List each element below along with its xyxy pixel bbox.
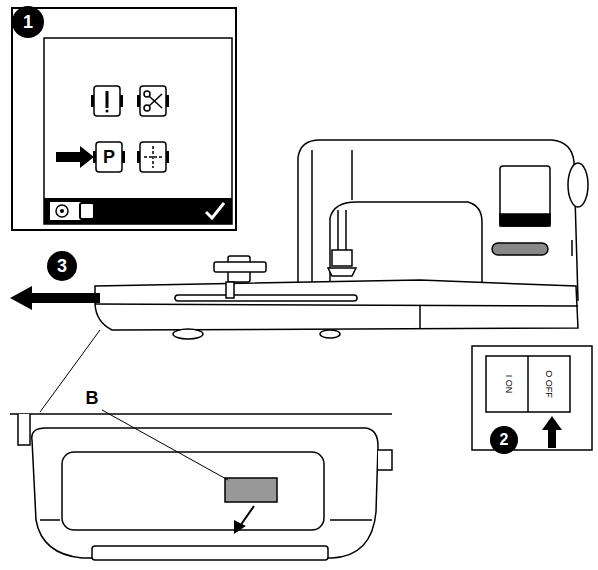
leader-line bbox=[40, 330, 100, 412]
screen-inset bbox=[12, 6, 236, 230]
leader-line bbox=[102, 410, 228, 480]
underside-view bbox=[10, 414, 392, 560]
switch-inset bbox=[472, 346, 592, 454]
callout-number: 2 bbox=[500, 432, 509, 448]
icon-letter: P bbox=[103, 148, 115, 166]
switch-marking: I ON bbox=[504, 375, 513, 394]
direction-arrow bbox=[240, 506, 254, 526]
arrow-head bbox=[234, 520, 246, 534]
callout-number: 1 bbox=[23, 13, 33, 31]
part-label: B bbox=[86, 389, 99, 407]
switch-marking: O OFF bbox=[544, 370, 553, 398]
direction-arrow bbox=[10, 286, 100, 310]
callout-number: 3 bbox=[57, 257, 67, 275]
callout-circle bbox=[47, 251, 77, 281]
